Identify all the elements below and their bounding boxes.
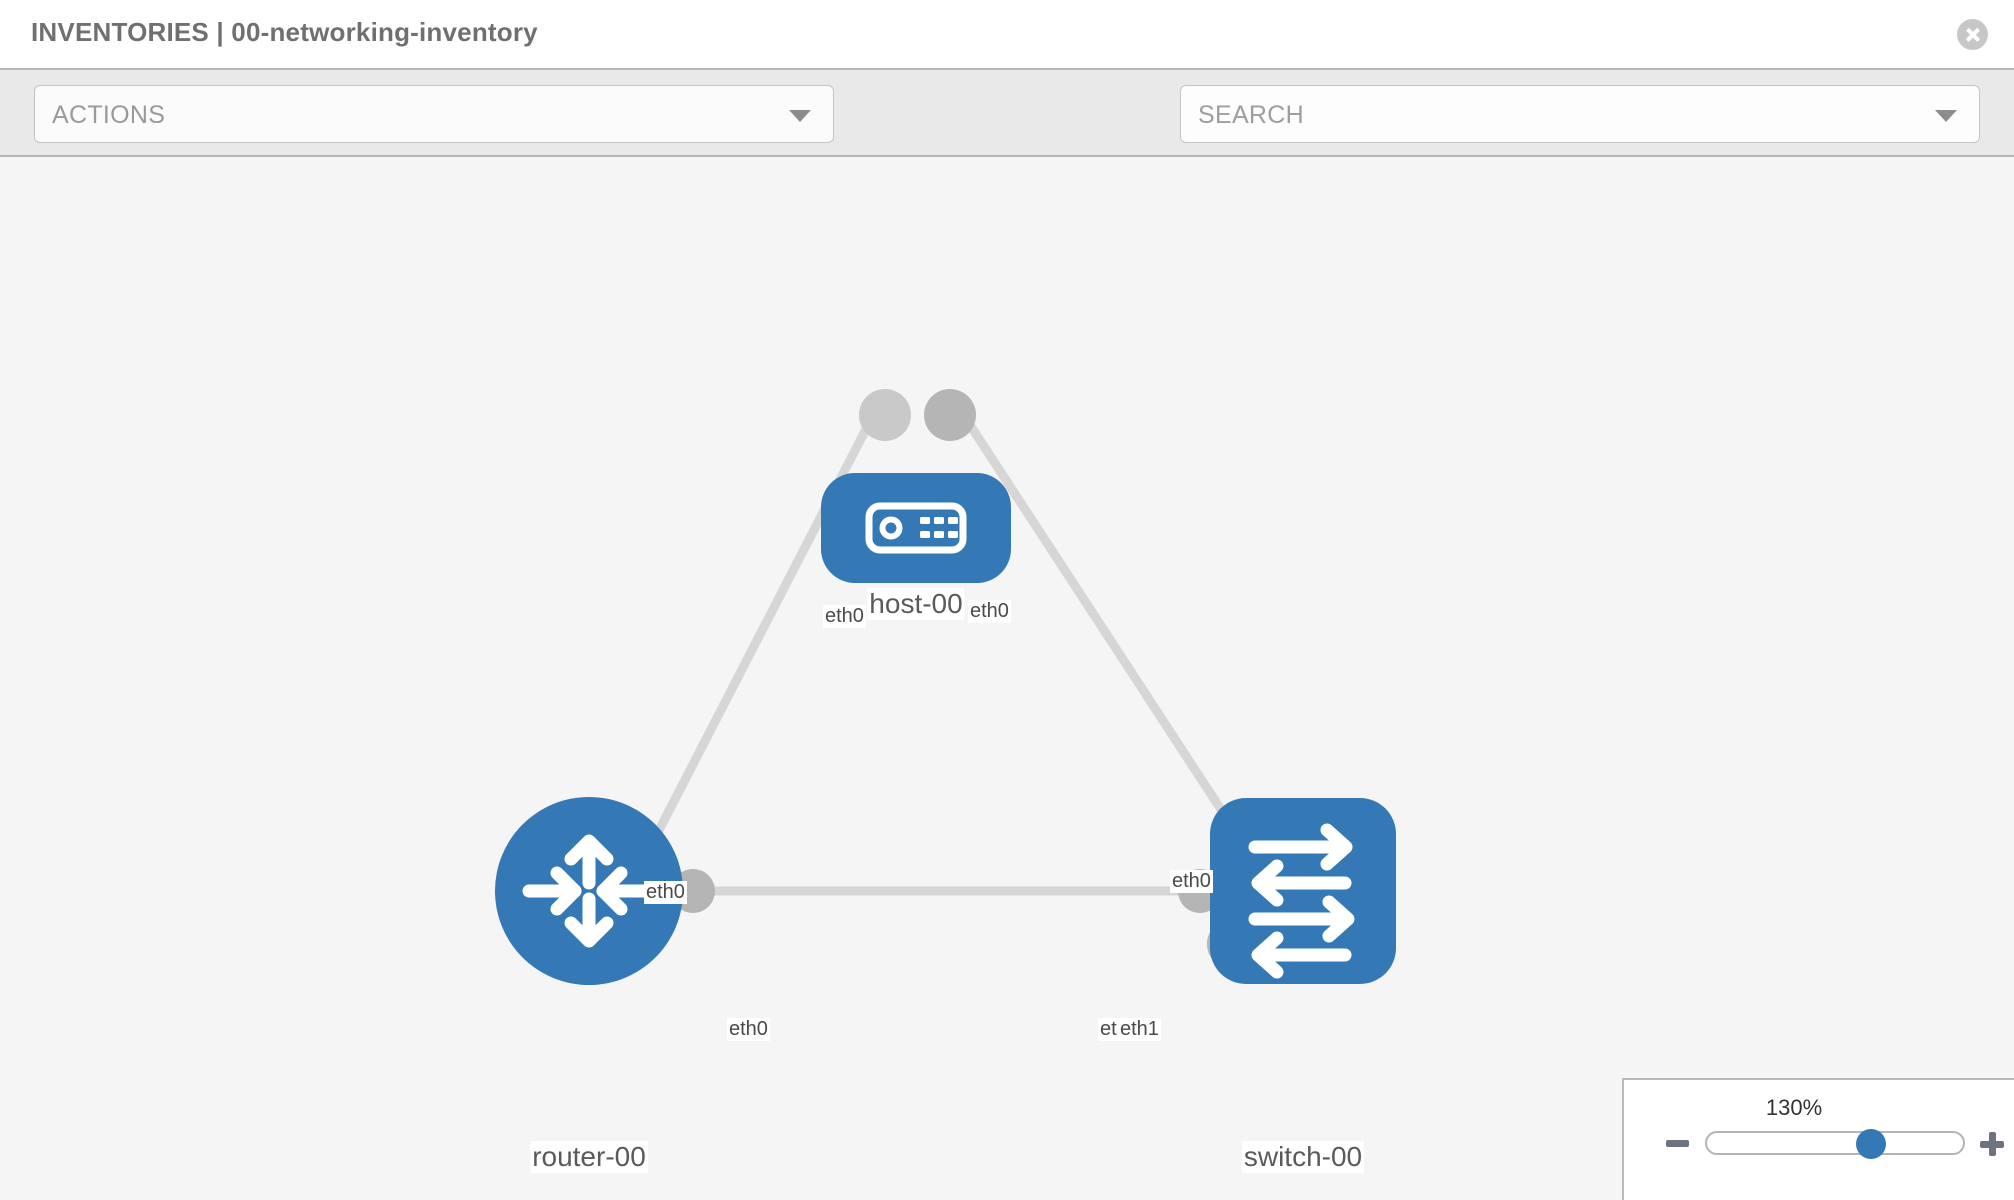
close-icon[interactable] <box>1957 19 1988 50</box>
iface-label-router-north: eth0 <box>644 881 687 904</box>
node-router-00[interactable] <box>495 797 683 985</box>
chevron-down-icon <box>1935 110 1957 122</box>
iface-label-router-east: eth0 <box>727 1018 770 1041</box>
zoom-level-value: 130% <box>1765 1095 1823 1120</box>
iface-label-host-right: eth0 <box>968 600 1011 623</box>
switch-icon <box>1248 823 1355 979</box>
topology-canvas[interactable]: eth0 eth0 eth0 eth0 eth0 eth0 eth1 host-… <box>0 157 2014 1200</box>
node-label-router-00: router-00 <box>530 1141 648 1173</box>
node-label-switch-00: switch-00 <box>1241 1141 1365 1173</box>
search-input[interactable]: SEARCH <box>1180 85 1980 143</box>
link-host-switch[interactable] <box>951 399 1256 860</box>
connector-host-left <box>859 389 911 441</box>
toolbar: ACTIONS SEARCH <box>0 68 2014 196</box>
iface-label-switch-west-eth1: eth1 <box>1118 1018 1161 1041</box>
node-label-host-00: host-00 <box>867 588 965 620</box>
zoom-slider-thumb[interactable] <box>1856 1129 1887 1159</box>
zoom-out-button[interactable] <box>1666 1140 1689 1147</box>
zoom-control-panel: 130% <box>1622 1078 2014 1200</box>
chevron-down-icon <box>789 110 811 122</box>
link-host-router[interactable] <box>636 399 884 870</box>
iface-label-host-left: eth0 <box>823 605 866 628</box>
actions-dropdown[interactable]: ACTIONS <box>34 85 834 143</box>
connector-host-right <box>924 389 976 441</box>
zoom-in-button[interactable] <box>1980 1132 2004 1156</box>
router-icon <box>522 834 656 948</box>
iface-label-switch-north: eth0 <box>1170 870 1213 893</box>
zoom-slider-track[interactable] <box>1705 1131 1965 1155</box>
search-placeholder: SEARCH <box>1198 101 1304 129</box>
page-header: INVENTORIES | 00-networking-inventory <box>0 0 2014 68</box>
actions-dropdown-label: ACTIONS <box>52 101 166 129</box>
node-host-00[interactable] <box>821 473 1011 583</box>
page-title: INVENTORIES | 00-networking-inventory <box>31 17 538 47</box>
server-icon <box>865 502 967 554</box>
topology-graph <box>495 389 1396 985</box>
node-switch-00[interactable] <box>1210 798 1396 984</box>
